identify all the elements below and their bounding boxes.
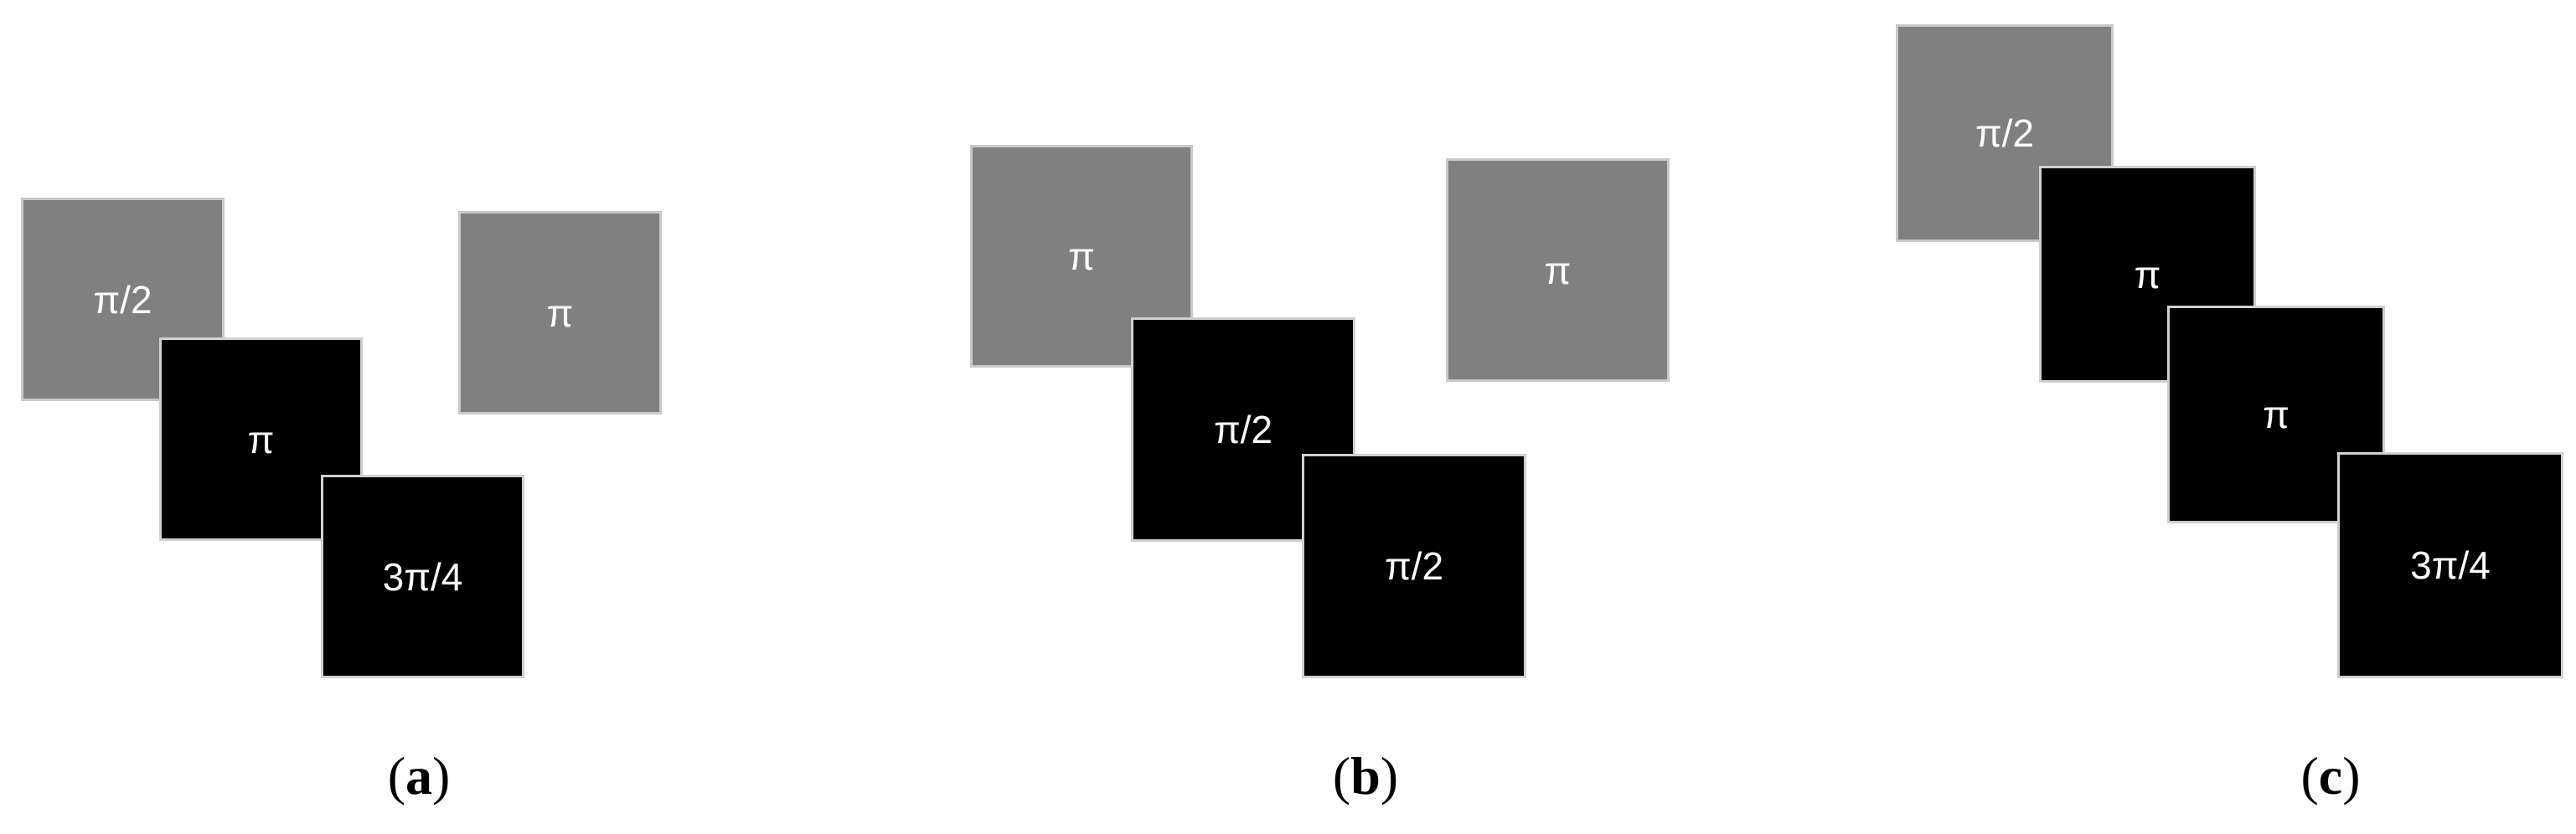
square-label: 3π/4 <box>2410 543 2491 587</box>
square-label: 3π/4 <box>382 554 463 599</box>
square-label: π <box>247 417 275 461</box>
square-black: 3π/4 <box>321 475 524 678</box>
caption-letter: a <box>405 746 432 806</box>
square-gray: π <box>1446 158 1670 382</box>
caption-letter: b <box>1350 746 1381 806</box>
square-label: π/2 <box>93 277 152 322</box>
square-gray: π/2 <box>21 198 225 401</box>
caption-c: (c) <box>2300 746 2361 806</box>
square-label: π <box>2134 252 2161 296</box>
caption-a: (a) <box>387 746 451 806</box>
square-black: 3π/4 <box>2337 452 2563 678</box>
panel-a: π/2 π 3π/4 π (a) <box>0 0 838 834</box>
caption-b: (b) <box>1332 746 1399 806</box>
panel-c: π/2 π π 3π/4 (c) <box>1717 0 2576 834</box>
square-label: π <box>546 291 574 335</box>
caption-letter: c <box>2318 746 2343 806</box>
square-label: π/2 <box>1975 111 2035 155</box>
square-label: π <box>2263 393 2289 436</box>
panel-b: π π/2 π/2 π (b) <box>838 0 1717 834</box>
square-label: π/2 <box>1384 544 1444 588</box>
square-label: π/2 <box>1213 408 1273 451</box>
square-label: π <box>1068 234 1095 278</box>
square-black: π/2 <box>1302 454 1526 678</box>
square-gray: π <box>458 211 662 414</box>
square-label: π <box>1544 248 1572 292</box>
